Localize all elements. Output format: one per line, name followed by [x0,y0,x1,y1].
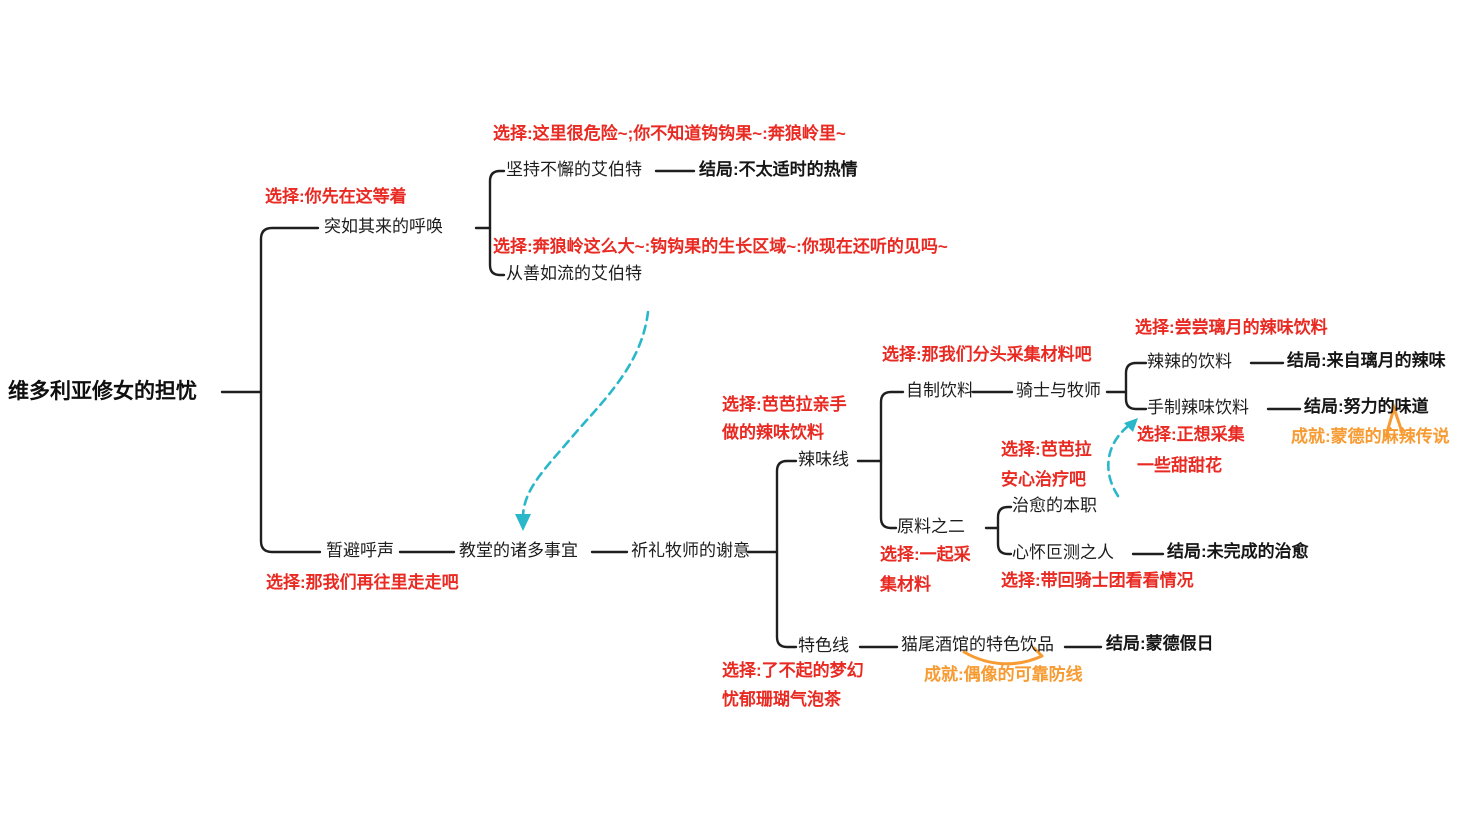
connector-lines-bracket [775,459,798,649]
node-avoid-call[interactable]: 暂避呼声 [326,541,394,560]
choice-wait-here: 选择:你先在这等着 [265,187,407,206]
choice-barbara-heal-line1: 选择:芭芭拉 [1001,440,1092,459]
choice-barbara-handmade-line2: 做的辣味饮料 [722,423,824,442]
node-sudden-call[interactable]: 突如其来的呼唤 [324,217,443,236]
node-sinister-person[interactable]: 心怀叵测之人 [1012,543,1114,562]
choice-barbara-heal-line2: 安心治疗吧 [1001,470,1086,489]
node-pastor-thanks[interactable]: 祈礼牧师的谢意 [631,541,750,560]
node-albert-persistent[interactable]: 坚持不懈的艾伯特 [506,160,642,179]
connector-root-bracket [259,226,322,554]
node-special-line[interactable]: 特色线 [798,636,849,655]
node-spicy-line[interactable]: 辣味线 [798,450,849,469]
achievement-mondstadt-spicy-legend: 成就:蒙德的麻辣传说 [1291,427,1450,446]
node-homemade-drink[interactable]: 自制饮料 [906,381,974,400]
ending-untimely-enthusiasm[interactable]: 结局:不太适时的热情 [699,160,858,179]
ending-mondstadt-holiday[interactable]: 结局:蒙德假日 [1106,634,1214,653]
orange-swoosh-underline [962,646,1044,666]
node-healing-duty[interactable]: 治愈的本职 [1012,496,1097,515]
choice-split-up-gather: 选择:那我们分头采集材料吧 [882,345,1092,364]
node-root-title[interactable]: 维多利亚修女的担忧 [8,380,197,403]
teal-dashed-arrow-short [1107,425,1129,498]
choice-gather-sweet-flower-line2: 一些甜甜花 [1137,456,1222,475]
ending-liyue-spiciness[interactable]: 结局:来自璃月的辣味 [1287,351,1446,370]
ending-taste-of-effort[interactable]: 结局:努力的味道 [1304,397,1429,416]
connector-ingredients-bracket [996,505,1013,556]
node-albert-amenable[interactable]: 从善如流的艾伯特 [506,264,642,283]
ending-unfinished-healing[interactable]: 结局:未完成的治愈 [1167,542,1309,561]
choice-gather-sweet-flower-line1: 选择:正想采集 [1137,425,1245,444]
node-two-ingredients[interactable]: 原料之二 [897,517,965,536]
choice-dreamy-tea-line1: 选择:了不起的梦幻 [722,661,864,680]
achievement-idol-reliable-defense: 成就:偶像的可靠防线 [924,665,1083,684]
node-cats-tail-drink[interactable]: 猫尾酒馆的特色饮品 [901,635,1054,654]
choice-barbara-handmade-line1: 选择:芭芭拉亲手 [722,395,847,414]
choice-walk-further-inside: 选择:那我们再往里走走吧 [266,573,459,592]
connector-knight-bracket [1124,361,1148,411]
choice-bring-back-knights: 选择:带回骑士团看看情况 [1001,571,1194,590]
node-handmade-spicy-drink[interactable]: 手制辣味饮料 [1147,398,1249,417]
choice-wolvendom-so-big: 选择:奔狼岭这么大~:钩钩果的生长区域~:你现在还听的见吗~ [493,237,948,256]
connector-spicy-children-bracket [879,390,905,530]
choice-dangerous-here: 选择:这里很危险~;你不知道钩钩果~:奔狼岭里~ [493,124,846,143]
node-spicy-drink[interactable]: 辣辣的饮料 [1147,352,1232,371]
teal-arrowhead-down [515,514,531,531]
choice-gather-together-line2: 集材料 [880,575,931,594]
teal-arrowhead-up-right [1124,418,1138,432]
choice-gather-together-line1: 选择:一起采 [880,545,971,564]
orange-caret-mark [1384,402,1404,438]
node-knight-and-pastor[interactable]: 骑士与牧师 [1016,381,1101,400]
choice-try-liyue-spicy: 选择:尝尝璃月的辣味饮料 [1135,318,1328,337]
connector-sudden-call-bracket [488,169,506,277]
teal-dashed-arrow-long [521,310,650,518]
node-church-affairs[interactable]: 教堂的诸多事宜 [459,541,578,560]
choice-dreamy-tea-line2: 忧郁珊瑚气泡茶 [722,690,841,709]
